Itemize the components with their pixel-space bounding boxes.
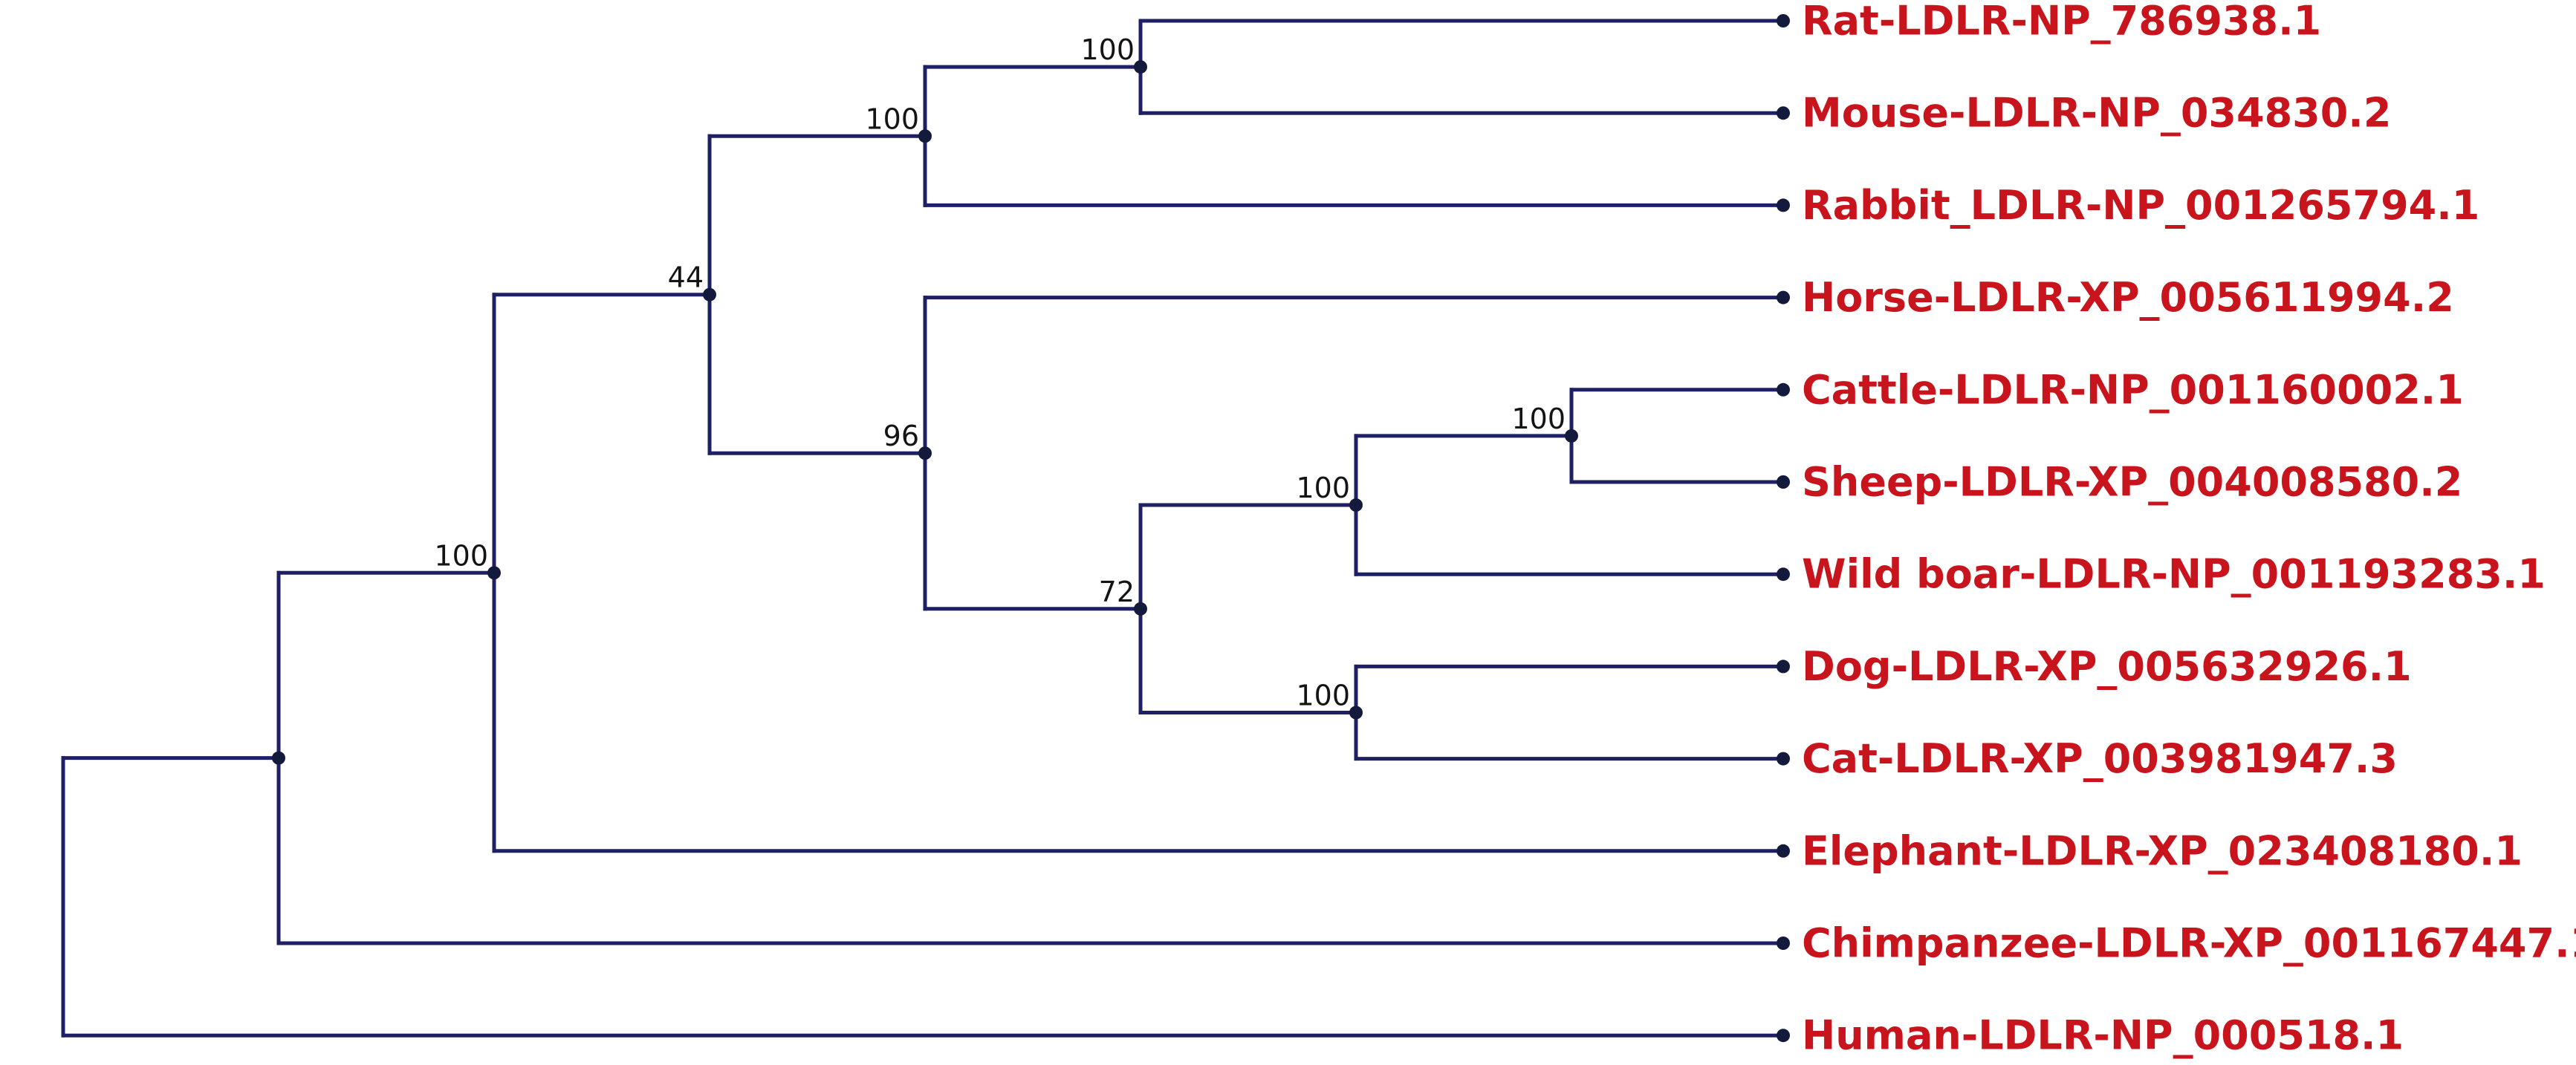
support-value: 100 bbox=[865, 102, 919, 135]
taxon-label-rabbit-ldlr-np-001265794-1: Rabbit_LDLR-NP_001265794.1 bbox=[1802, 182, 2479, 229]
taxon-label-mouse-ldlr-np-034830-2: Mouse-LDLR-NP_034830.2 bbox=[1802, 90, 2391, 137]
support-values: 100 100 100 100 100 72 96 44 100 bbox=[434, 33, 1566, 711]
internal-node bbox=[1349, 706, 1363, 720]
internal-node bbox=[1349, 498, 1363, 512]
leaf-node bbox=[1777, 844, 1790, 858]
support-value: 100 bbox=[1296, 680, 1350, 712]
internal-node bbox=[918, 129, 932, 143]
support-value: 100 bbox=[434, 539, 488, 572]
support-value: 100 bbox=[1296, 472, 1350, 504]
taxon-label-chimpanzee-ldlr-xp-001167447-1: Chimpanzee-LDLR-XP_001167447.1 bbox=[1802, 920, 2576, 967]
support-value: 100 bbox=[1080, 33, 1135, 66]
leaf-node bbox=[1777, 106, 1790, 120]
leaf-node bbox=[1777, 567, 1790, 582]
taxon-label-wild-boar-ldlr-np-001193283-1: Wild boar-LDLR-NP_001193283.1 bbox=[1802, 551, 2546, 598]
support-value: 96 bbox=[883, 420, 919, 452]
internal-node bbox=[487, 566, 501, 580]
support-value: 72 bbox=[1099, 576, 1135, 608]
leaf-node bbox=[1777, 659, 1790, 674]
support-value: 44 bbox=[668, 261, 704, 294]
nodes bbox=[272, 14, 1790, 1043]
branches bbox=[61, 19, 1785, 1038]
taxon-labels: Rat-LDLR-NP_786938.1Mouse-LDLR-NP_034830… bbox=[1802, 0, 2576, 1059]
internal-node bbox=[1565, 429, 1578, 443]
taxon-label-sheep-ldlr-xp-004008580-2: Sheep-LDLR-XP_004008580.2 bbox=[1802, 459, 2462, 506]
taxon-label-horse-ldlr-xp-005611994-2: Horse-LDLR-XP_005611994.2 bbox=[1802, 274, 2454, 321]
internal-node bbox=[918, 446, 932, 460]
leaf-node bbox=[1777, 290, 1790, 304]
leaf-node bbox=[1777, 937, 1790, 950]
leaf-node bbox=[1777, 1029, 1790, 1043]
leaf-node bbox=[1777, 752, 1790, 766]
internal-node bbox=[1134, 60, 1147, 74]
support-value: 100 bbox=[1511, 403, 1566, 435]
internal-node bbox=[703, 287, 716, 302]
taxon-label-dog-ldlr-xp-005632926-1: Dog-LDLR-XP_005632926.1 bbox=[1802, 643, 2412, 690]
internal-node bbox=[1134, 602, 1147, 616]
leaf-node bbox=[1777, 14, 1790, 27]
leaf-node bbox=[1777, 198, 1790, 212]
taxon-label-cat-ldlr-xp-003981947-3: Cat-LDLR-XP_003981947.3 bbox=[1802, 735, 2398, 782]
taxon-label-rat-ldlr-np-786938-1: Rat-LDLR-NP_786938.1 bbox=[1802, 0, 2321, 45]
internal-node bbox=[272, 751, 285, 765]
taxon-label-cattle-ldlr-np-001160002-1: Cattle-LDLR-NP_001160002.1 bbox=[1802, 366, 2464, 413]
taxon-label-elephant-ldlr-xp-023408180-1: Elephant-LDLR-XP_023408180.1 bbox=[1802, 827, 2523, 874]
leaf-node bbox=[1777, 382, 1790, 397]
leaf-node bbox=[1777, 475, 1790, 489]
taxon-label-human-ldlr-np-000518-1: Human-LDLR-NP_000518.1 bbox=[1802, 1012, 2404, 1059]
